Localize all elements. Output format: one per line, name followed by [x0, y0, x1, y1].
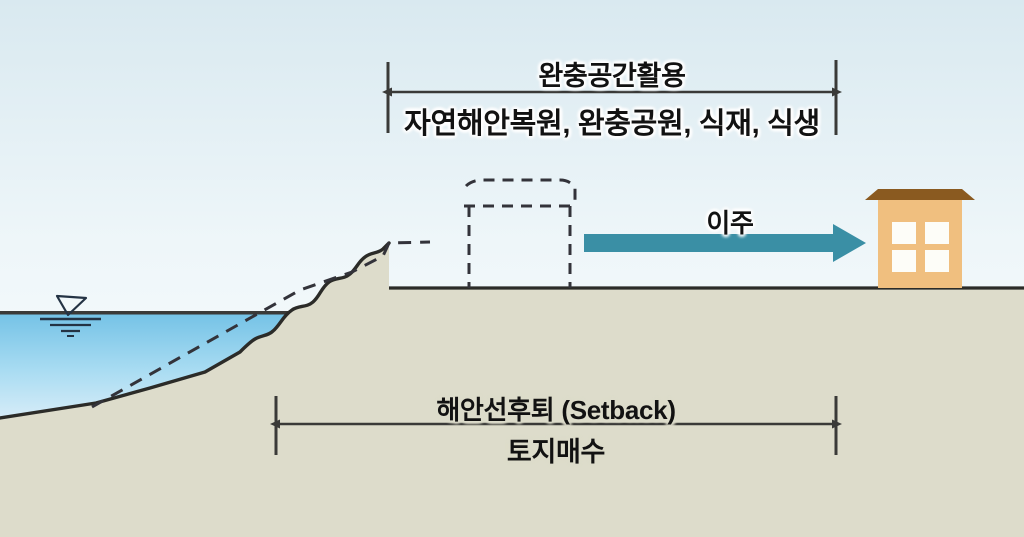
- buffer-zone-title-label: 완충공간활용: [538, 61, 686, 91]
- buffer-zone-detail-label: 자연해안복원, 완충공원, 식재, 식생: [404, 108, 820, 140]
- water-level-symbol: [40, 294, 101, 337]
- relocated-house: [865, 189, 975, 288]
- setback-title-label: 해안선후퇴 (Setback): [436, 395, 676, 425]
- water-surface-line: [0, 311, 338, 315]
- house-body: [878, 200, 962, 288]
- house-window-bottom-right: [925, 250, 949, 272]
- dashed-house-roof: [464, 178, 577, 206]
- buffer-dimension: [382, 60, 842, 135]
- migration-arrow: [584, 224, 866, 262]
- house-window-top-left: [892, 222, 916, 244]
- house-window-top-right: [925, 222, 949, 244]
- house-window-bottom-left: [892, 250, 916, 272]
- house-roof: [865, 189, 975, 200]
- dashed-house-outline: [464, 178, 577, 288]
- dashed-original-shoreline: [91, 240, 431, 409]
- eroded-shoreline-profile: [0, 241, 391, 420]
- setback-detail-label: 토지매수: [506, 437, 606, 467]
- setback-dimension: [270, 396, 842, 455]
- migration-label: 이주: [706, 208, 754, 238]
